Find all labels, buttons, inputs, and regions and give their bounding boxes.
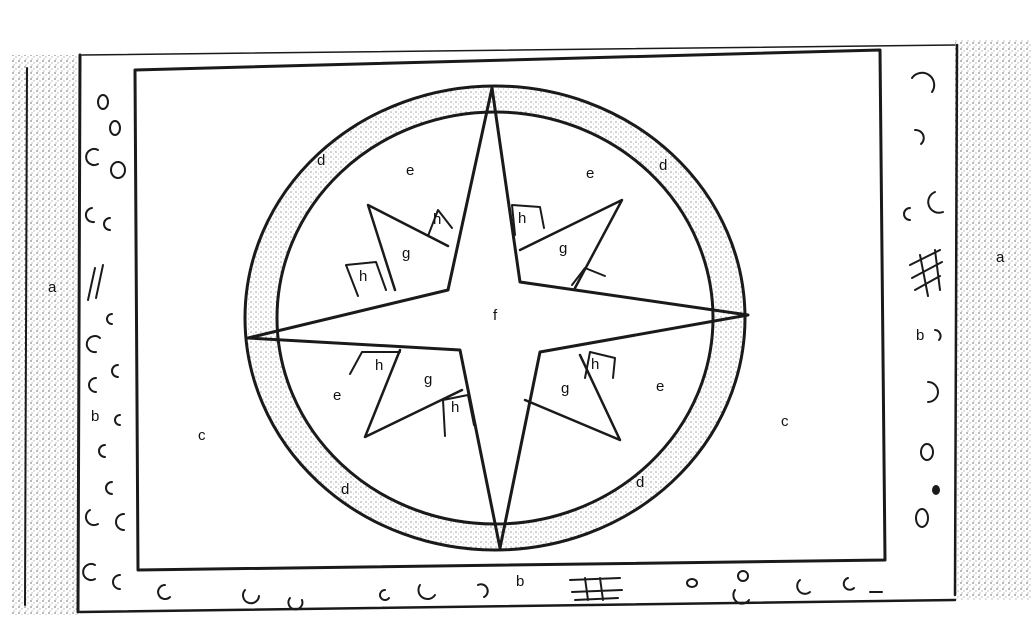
label-g-bottom-left: g <box>424 371 432 388</box>
label-b-left: b <box>91 408 99 425</box>
outer-frame-top <box>82 45 955 55</box>
label-a-left: a <box>48 279 57 296</box>
label-c-left: c <box>198 427 206 444</box>
label-h-bottom-left-lower: h <box>451 399 459 416</box>
label-h-top-left-lower: h <box>359 268 367 285</box>
label-g-bottom-right: g <box>561 380 569 397</box>
label-e-top-right: e <box>586 165 594 182</box>
left-band-line <box>78 55 80 612</box>
label-h-bottom-left-upper: h <box>375 357 383 374</box>
label-b-right: b <box>916 327 924 344</box>
label-a-right: a <box>996 249 1005 266</box>
label-d-bottom-left: d <box>341 481 349 498</box>
label-d-top-left: d <box>317 152 325 169</box>
label-h-bottom-right: h <box>591 356 599 373</box>
left-border-band <box>12 55 78 615</box>
label-h-top-left-upper: h <box>433 211 441 228</box>
label-g-top-right: g <box>559 240 567 257</box>
label-h-top-right: h <box>518 210 526 227</box>
label-e-bottom-right: e <box>656 378 664 395</box>
outer-frame-bottom <box>80 600 955 612</box>
label-d-top-right: d <box>659 157 667 174</box>
label-g-top-left: g <box>402 245 410 262</box>
right-decorations <box>904 73 943 527</box>
label-e-bottom-left: e <box>333 387 341 404</box>
label-b-bottom: b <box>516 573 524 590</box>
left-decorations <box>83 95 125 589</box>
right-border-band <box>955 40 1032 600</box>
label-d-bottom-right: d <box>636 474 644 491</box>
label-e-top-left: e <box>406 162 414 179</box>
label-c-right: c <box>781 413 789 430</box>
